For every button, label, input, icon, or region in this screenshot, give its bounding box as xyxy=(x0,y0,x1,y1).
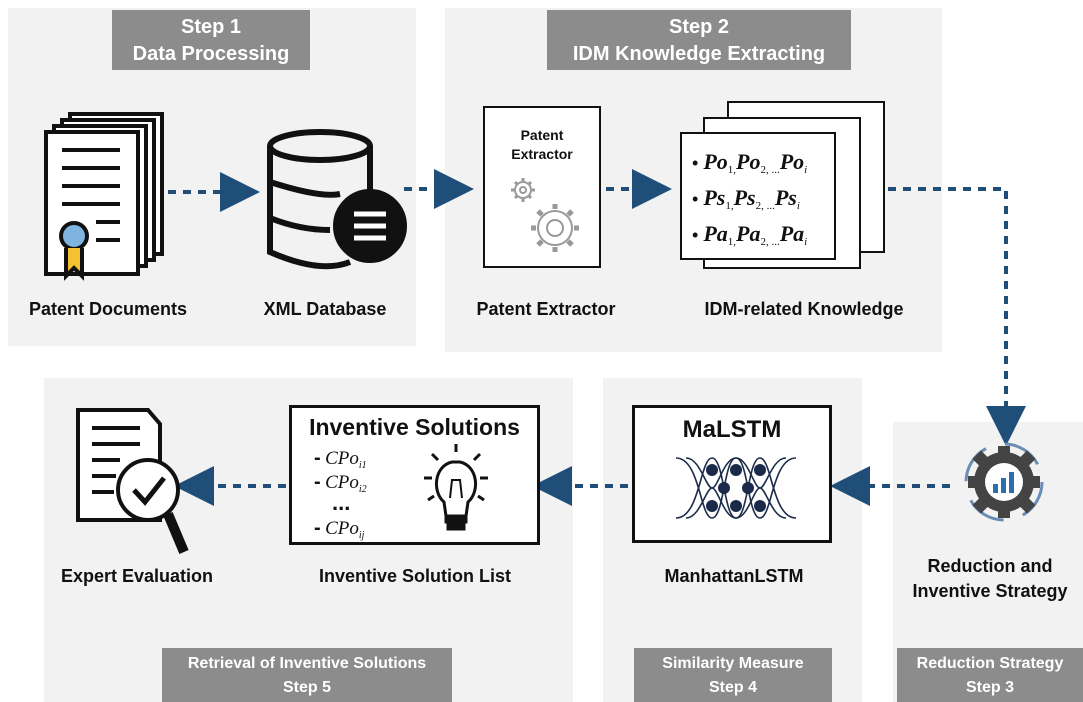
inventive-solutions-title: Inventive Solutions xyxy=(309,414,520,440)
reduction-gear-icon xyxy=(964,442,1044,522)
manhattan-label: ManhattanLSTM xyxy=(664,566,804,586)
patent-documents-label: Patent Documents xyxy=(28,299,188,319)
solution-text: CPo xyxy=(325,518,359,539)
knowledge-item-b: Ps xyxy=(733,185,756,210)
step5-number: Step 5 xyxy=(282,679,331,696)
step4-title: Similarity Measure xyxy=(662,655,804,672)
knowledge-item-c: Pa xyxy=(779,221,805,246)
solution-item: - CPoi1 xyxy=(314,446,367,472)
solution-dash: - xyxy=(314,471,321,493)
step1-title: Data Processing xyxy=(132,43,290,65)
inventive-solutions-box: Inventive Solutions - CPoi1 - CPoi2 ... … xyxy=(289,405,540,545)
solution-list-label: Inventive Solution List xyxy=(318,566,511,586)
reduction-label-line2: Inventive Strategy xyxy=(912,581,1068,601)
step3-title: Reduction Strategy xyxy=(916,655,1064,672)
solution-item: - CPoij xyxy=(314,516,367,542)
malstm-title: MaLSTM xyxy=(682,416,782,443)
knowledge-list: • Po1,Po2, ...Poi • Ps1,Ps2, ...Psi • Pa… xyxy=(692,144,807,252)
knowledge-item: • Pa1,Pa2, ...Pai xyxy=(692,221,808,249)
step1-tag: Step 1 Data Processing xyxy=(112,10,310,70)
knowledge-item-b: Po xyxy=(736,149,761,174)
gears-icon xyxy=(511,178,579,252)
solutions-list: - CPoi1 - CPoi2 ... - CPoij xyxy=(314,446,367,542)
step3-number: Step 3 xyxy=(965,679,1014,696)
solution-sub: i1 xyxy=(358,460,367,472)
solution-text: CPo xyxy=(325,448,359,469)
database-icon xyxy=(267,129,407,270)
step2-tag: Step 2 IDM Knowledge Extracting xyxy=(547,10,851,70)
step5-tag: Retrieval of Inventive Solutions Step 5 xyxy=(162,648,452,702)
expert-evaluation-icon xyxy=(76,408,189,554)
solution-item: ... xyxy=(314,492,367,516)
step4-tag: Similarity Measure Step 4 xyxy=(634,648,832,702)
knowledge-item-c: Ps xyxy=(774,185,797,210)
step2-title: IDM Knowledge Extracting xyxy=(572,43,826,65)
patent-extractor-label: Patent Extractor xyxy=(476,299,616,319)
extractor-line2: Extractor xyxy=(511,146,573,162)
solution-text: CPo xyxy=(325,472,359,493)
extractor-line1: Patent xyxy=(520,127,564,143)
step2-number: Step 2 xyxy=(668,16,730,38)
knowledge-item-a: Pa xyxy=(703,221,728,246)
knowledge-item: • Po1,Po2, ...Poi xyxy=(692,149,808,177)
knowledge-item-b: Pa xyxy=(736,221,761,246)
solution-item: - CPoi2 xyxy=(314,470,367,496)
solution-ellipsis: ... xyxy=(332,490,351,515)
idm-knowledge-label: IDM-related Knowledge xyxy=(704,299,904,319)
knowledge-item: • Ps1,Ps2, ...Psi xyxy=(692,185,800,213)
solution-dash: - xyxy=(314,447,321,469)
knowledge-item-c: Po xyxy=(779,149,805,174)
idm-knowledge-box: • Po1,Po2, ...Poi • Ps1,Ps2, ...Psi • Pa… xyxy=(680,132,836,260)
patent-documents-icon xyxy=(44,112,164,281)
malstm-box: MaLSTM xyxy=(632,405,832,543)
reduction-label-line1: Reduction and xyxy=(927,556,1053,576)
expert-evaluation-label: Expert Evaluation xyxy=(60,566,214,586)
knowledge-item-a: Po xyxy=(703,149,728,174)
reduction-label: Reduction and Inventive Strategy xyxy=(897,554,1083,604)
solution-sub: i2 xyxy=(358,484,367,496)
solution-dash: - xyxy=(314,517,321,539)
step5-title: Retrieval of Inventive Solutions xyxy=(187,655,427,672)
patent-extractor-box: Patent Extractor xyxy=(483,106,601,268)
knowledge-item-a: Ps xyxy=(703,185,726,210)
step1-number: Step 1 xyxy=(180,16,242,38)
step3-tag: Reduction Strategy Step 3 xyxy=(897,648,1083,702)
xml-database-label: XML Database xyxy=(263,299,387,319)
patent-extractor-box-label: Patent Extractor xyxy=(485,126,599,164)
solution-sub: ij xyxy=(358,530,365,542)
step4-number: Step 4 xyxy=(708,679,757,696)
